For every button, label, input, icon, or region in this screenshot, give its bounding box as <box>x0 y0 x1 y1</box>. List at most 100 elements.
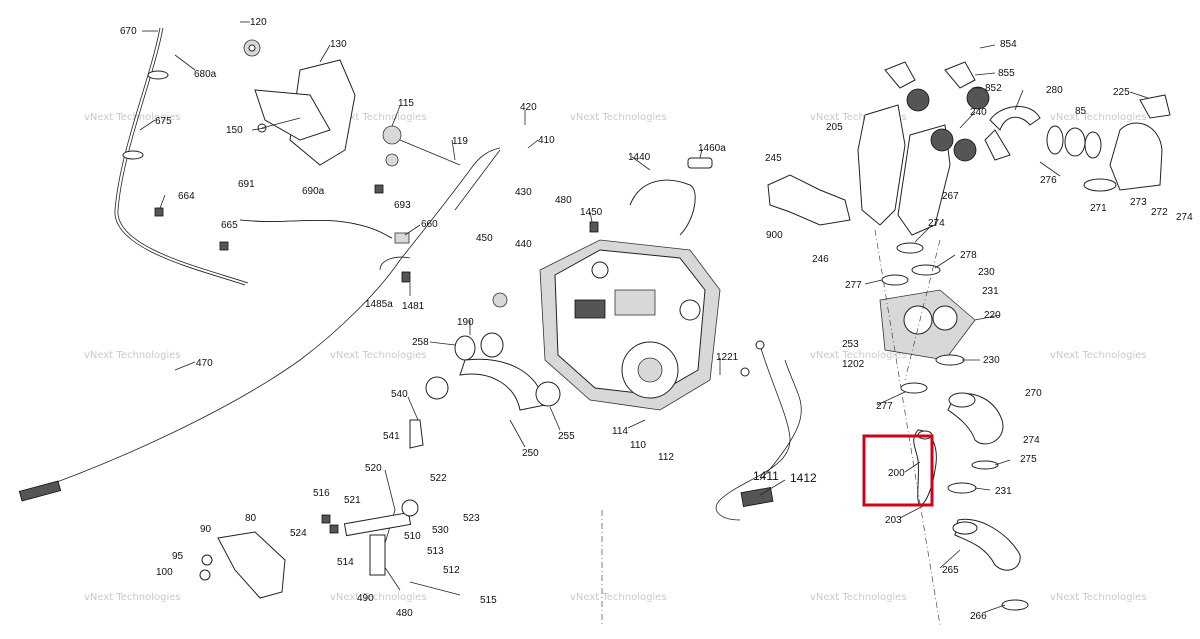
part-label: 510 <box>404 531 421 542</box>
part-label: 203 <box>885 515 902 526</box>
part-label: 410 <box>538 135 555 146</box>
part-labels: 670 120 130 680a 675 115 150 119 664 691… <box>120 17 1193 622</box>
part-label: 225 <box>1113 87 1130 98</box>
part-label: 515 <box>480 595 497 606</box>
part-label: 230 <box>983 355 1000 366</box>
part-label: 273 <box>1130 197 1147 208</box>
part-label: 664 <box>178 191 195 202</box>
part-label: 100 <box>156 567 173 578</box>
part-label: 190 <box>457 317 474 328</box>
part-label: 150 <box>226 125 243 136</box>
part-label: 270 <box>1025 388 1042 399</box>
part-label: 240 <box>970 107 987 118</box>
part-label: 266 <box>970 611 987 622</box>
part-label: 440 <box>515 239 532 250</box>
part-label: 480 <box>555 195 572 206</box>
part-label: 540 <box>391 389 408 400</box>
part-label: 231 <box>995 486 1012 497</box>
part-label: 278 <box>960 250 977 261</box>
watermark: vNext Technologies <box>570 112 667 123</box>
part-label: 855 <box>998 68 1015 79</box>
part-label: 490 <box>357 593 374 604</box>
part-label: 274 <box>1176 212 1193 223</box>
part-label: 1440 <box>628 152 651 163</box>
intake-tubes-left <box>425 292 561 411</box>
part-label: 670 <box>120 26 137 37</box>
watermark: vNext Technologies <box>570 592 667 603</box>
part-label: 258 <box>412 337 429 348</box>
part-label: 541 <box>383 431 400 442</box>
part-label: 205 <box>826 122 843 133</box>
part-label: 1460a <box>698 143 726 154</box>
part-label: 110 <box>630 440 646 451</box>
part-label: 516 <box>313 488 330 499</box>
part-label: 272 <box>1151 207 1168 218</box>
watermark: vNext Technologies <box>1050 350 1147 361</box>
part-label: 420 <box>520 102 537 113</box>
part-label: 230 <box>978 267 995 278</box>
part-label: 1450 <box>580 207 603 218</box>
part-label: 691 <box>238 179 255 190</box>
part-label: 523 <box>463 513 480 524</box>
part-label: 512 <box>443 565 460 576</box>
watermark: vNext Technologies <box>1050 112 1147 123</box>
part-label: 120 <box>250 17 267 28</box>
part-label: 130 <box>330 39 347 50</box>
part-label: 1485a <box>365 299 393 310</box>
part-label: 852 <box>985 83 1002 94</box>
part-label: 274 <box>928 218 945 229</box>
part-label: 275 <box>1020 454 1037 465</box>
part-label: 680a <box>194 69 217 80</box>
intake-manifold-right <box>767 61 1171 236</box>
pedal-linkage <box>199 419 461 599</box>
part-label: 675 <box>155 116 172 127</box>
part-label: 1481 <box>402 301 425 312</box>
part-label: 530 <box>432 525 449 536</box>
part-label: 112 <box>658 452 674 463</box>
watermark: vNext Technologies <box>810 112 907 123</box>
part-label: 665 <box>221 220 238 231</box>
part-label: 854 <box>1000 39 1017 50</box>
part-label: 253 <box>842 339 859 350</box>
part-label: 522 <box>430 473 447 484</box>
part-label: 119 <box>452 136 468 147</box>
engine-block <box>539 239 721 411</box>
part-label: 220 <box>984 310 1001 321</box>
leader-lines <box>139 21 1149 613</box>
part-label: 280 <box>1046 85 1063 96</box>
part-label: 245 <box>765 153 782 164</box>
watermark: vNext Technologies <box>330 112 427 123</box>
part-label: 430 <box>515 187 532 198</box>
watermark: vNext Technologies <box>84 112 181 123</box>
watermark: vNext Technologies <box>810 592 907 603</box>
part-label: 277 <box>876 401 893 412</box>
part-label: 514 <box>337 557 354 568</box>
part-label: 513 <box>427 546 444 557</box>
part-label: 450 <box>476 233 493 244</box>
part-label: 521 <box>344 495 361 506</box>
part-label: 480 <box>396 608 413 619</box>
part-label: 255 <box>558 431 575 442</box>
bracket-assembly <box>243 39 461 194</box>
part-label: 1221 <box>716 352 739 363</box>
part-label: 660 <box>421 219 438 230</box>
part-label: 90 <box>200 524 212 535</box>
part-label: 276 <box>1040 175 1057 186</box>
watermark: vNext Technologies <box>84 350 181 361</box>
wiring-harness <box>715 340 802 521</box>
part-label: 250 <box>522 448 539 459</box>
part-label: 80 <box>245 513 257 524</box>
watermark: vNext Technologies <box>330 592 427 603</box>
watermark: vNext Technologies <box>84 592 181 603</box>
part-label: 85 <box>1075 106 1087 117</box>
watermark: vNext Technologies <box>810 350 907 361</box>
part-label: 1412 <box>790 471 817 485</box>
part-label: 520 <box>365 463 382 474</box>
part-label: 277 <box>845 280 862 291</box>
part-label: 470 <box>196 358 213 369</box>
part-label: 693 <box>394 200 411 211</box>
reference-lines <box>601 229 941 626</box>
part-label: 115 <box>398 98 414 109</box>
part-label: 246 <box>812 254 829 265</box>
